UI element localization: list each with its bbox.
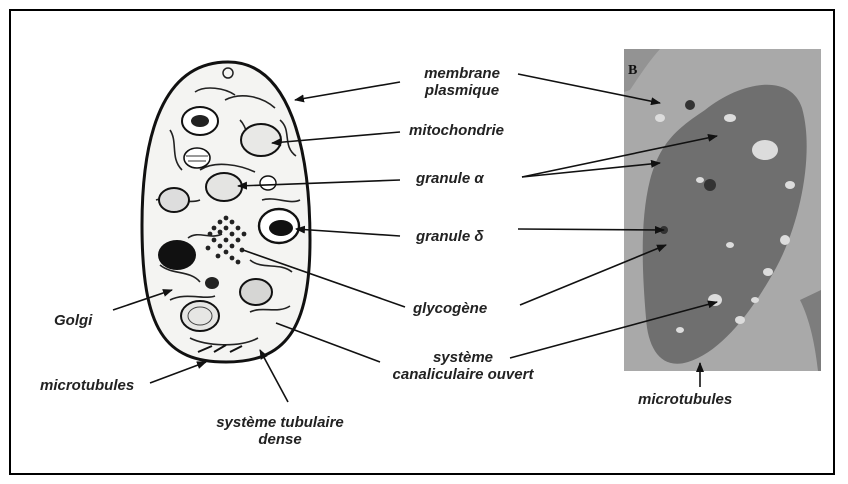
label-granule-delta: granule δ (416, 228, 484, 245)
label-systeme-canal-line2: canaliculaire ouvert (378, 366, 548, 383)
electron-micrograph (624, 49, 821, 371)
label-systeme-canal-line1: système (378, 349, 548, 366)
label-membrane-line1: membrane (402, 65, 522, 82)
label-golgi: Golgi (54, 312, 92, 329)
micrograph-panel-letter: B (628, 62, 637, 79)
label-systeme-tubulaire-line1: système tubulaire (200, 414, 360, 431)
label-microtubules-right: microtubules (638, 391, 732, 408)
label-systeme-canaliculaire: système canaliculaire ouvert (378, 349, 548, 383)
label-membrane-plasmique: membrane plasmique (402, 65, 522, 99)
platelet-drawing (142, 62, 310, 362)
label-granule-alpha: granule α (416, 170, 484, 187)
label-glycogene: glycogène (413, 300, 487, 317)
label-mitochondrie: mitochondrie (409, 122, 504, 139)
label-systeme-tubulaire-line2: dense (200, 431, 360, 448)
label-systeme-tubulaire-dense: système tubulaire dense (200, 414, 360, 448)
label-membrane-line2: plasmique (402, 82, 522, 99)
label-microtubules-left: microtubules (40, 377, 134, 394)
